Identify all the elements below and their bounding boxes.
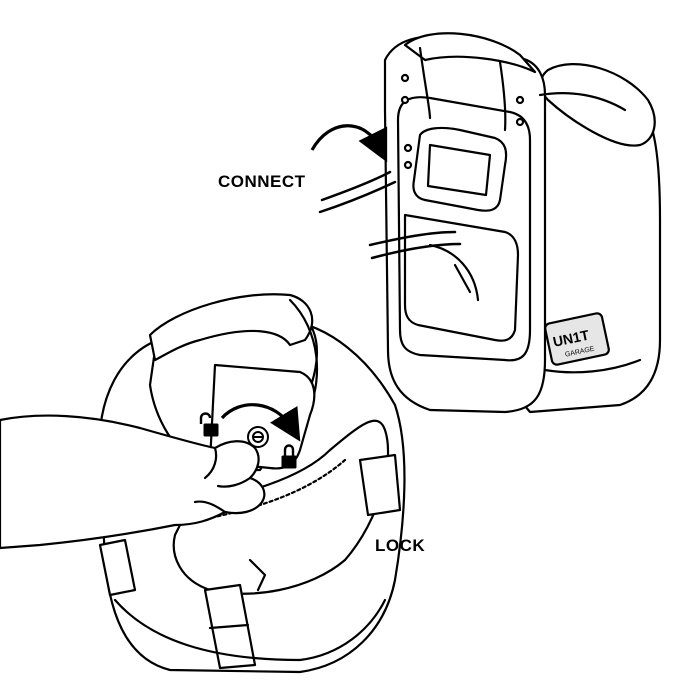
- bag-top-handle: [148, 293, 314, 362]
- rivet: [515, 95, 525, 105]
- bag-top-handle: [403, 32, 537, 74]
- rivet: [515, 117, 525, 127]
- rivet: [400, 73, 410, 83]
- curved-arrow-icon: [220, 403, 301, 442]
- rivet: [400, 95, 410, 105]
- mount-rail-upper: [320, 170, 392, 202]
- padlock-closed-icon: [281, 444, 297, 469]
- curved-arrow-icon: [310, 124, 388, 163]
- mount-rail-lower: [368, 230, 457, 247]
- rivet: [403, 160, 413, 170]
- hand-illustration: [0, 414, 266, 550]
- lock-label: LOCK: [375, 536, 426, 555]
- connect-label: CONNECT: [218, 172, 306, 191]
- padlock-open-icon: [199, 412, 219, 437]
- keyhole-icon: [247, 426, 269, 448]
- rivet: [403, 143, 413, 153]
- brand-patch-line1: UN1T: [551, 327, 591, 350]
- connect-bag-illustration: UN1T GARAGE: [318, 32, 662, 414]
- brand-patch: UN1T GARAGE: [544, 312, 610, 366]
- bag-side-strap: [358, 453, 402, 517]
